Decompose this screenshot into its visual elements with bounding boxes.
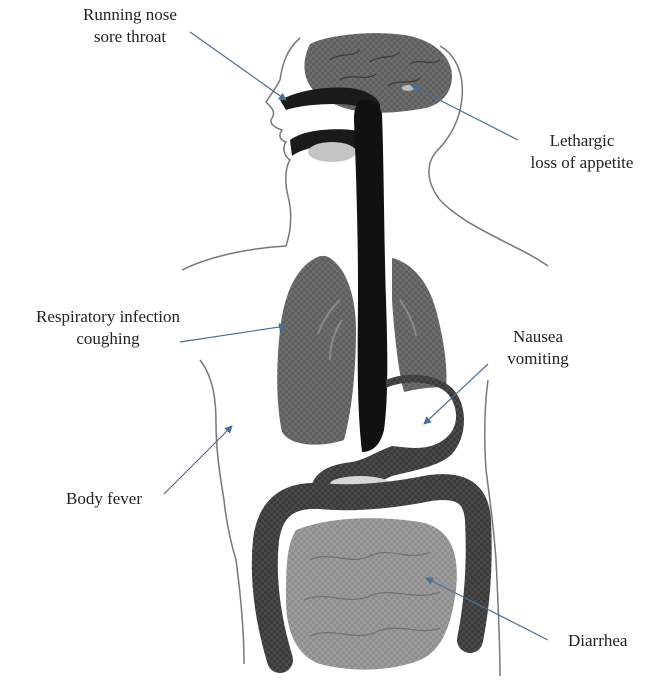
label-runny-nose: Running nose sore throat bbox=[60, 4, 200, 48]
label-diarrhea-line1: Diarrhea bbox=[568, 630, 627, 652]
label-nausea-line1: Nausea bbox=[488, 326, 588, 348]
left-shoulder-outline bbox=[182, 246, 286, 270]
tongue bbox=[308, 142, 356, 162]
arrow-lethargic bbox=[412, 86, 518, 140]
esophagus-trachea bbox=[354, 100, 387, 452]
left-lung bbox=[277, 256, 356, 445]
right-lung bbox=[392, 258, 447, 392]
label-fever-line1: Body fever bbox=[66, 488, 142, 510]
label-respiratory-line2: coughing bbox=[8, 328, 208, 350]
label-diarrhea: Diarrhea bbox=[568, 630, 627, 652]
label-runny-nose-line1: Running nose bbox=[60, 4, 200, 26]
label-lethargic: Lethargic loss of appetite bbox=[508, 130, 656, 174]
label-fever: Body fever bbox=[66, 488, 142, 510]
label-nausea-line2: vomiting bbox=[488, 348, 588, 370]
left-torso-outline bbox=[200, 360, 244, 664]
label-lethargic-line1: Lethargic bbox=[508, 130, 656, 152]
arrow-runny-nose bbox=[190, 32, 286, 100]
label-respiratory: Respiratory infection coughing bbox=[8, 306, 208, 350]
small-intestine bbox=[286, 518, 457, 669]
label-nausea: Nausea vomiting bbox=[488, 326, 588, 370]
label-lethargic-line2: loss of appetite bbox=[508, 152, 656, 174]
label-runny-nose-line2: sore throat bbox=[60, 26, 200, 48]
label-respiratory-line1: Respiratory infection bbox=[8, 306, 208, 328]
